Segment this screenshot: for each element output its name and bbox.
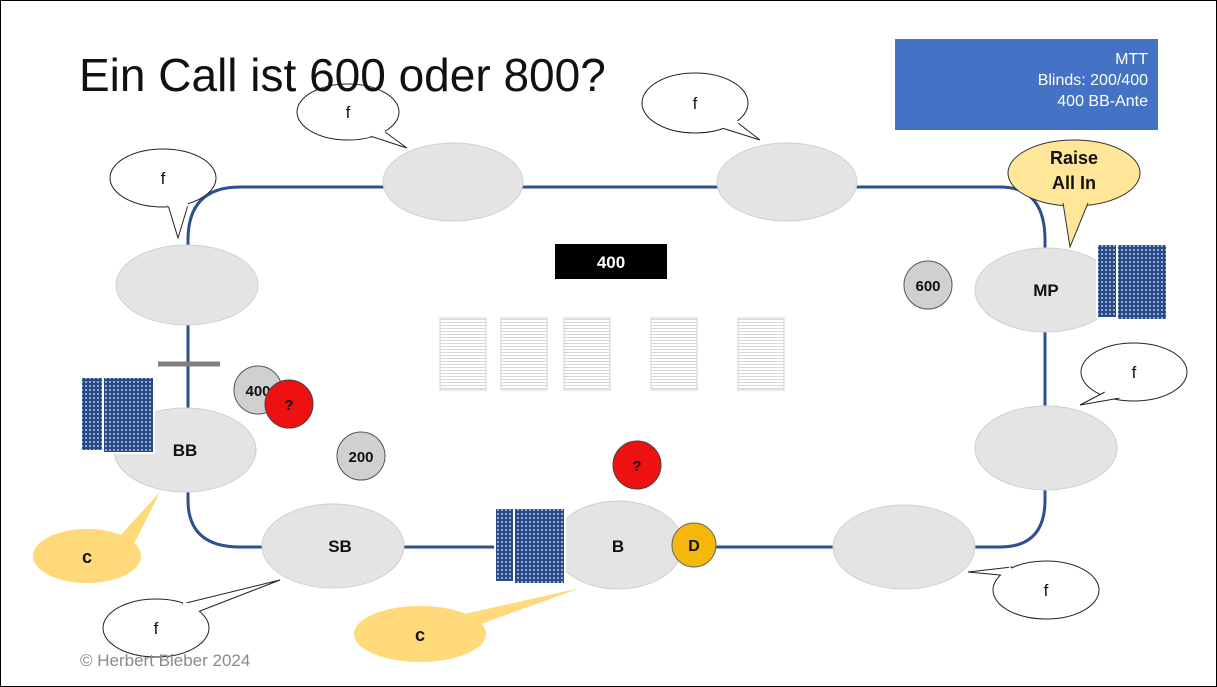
bubble-raise-line1: Raise [1050,148,1098,168]
seat-right-mid [974,405,1118,491]
info-box: MTT Blinds: 200/400 400 BB-Ante [895,39,1158,130]
chip-mp-bet-label: 600 [915,278,940,295]
pot-box [555,244,667,279]
bubble-right-mid-label: f [1132,363,1137,382]
community-card [563,317,611,391]
bubble-top-mid-label: f [346,103,351,122]
bubble-right-mid [1079,342,1188,406]
slide-title: Ein Call ist 600 oder 800? [79,49,606,101]
community-card [439,317,487,391]
dealer-button-label: D [688,538,700,555]
chip-bb-bet-label: 400 [245,383,270,400]
community-card [737,317,785,391]
seat-bb-label: BB [173,441,198,460]
seat-button-label: B [612,537,624,556]
bubble-button-action [354,588,580,662]
chip-sb-bet-label: 200 [348,449,373,466]
seat-bottom-right [832,504,976,590]
bubble-bottom-right [967,560,1100,620]
seat-top-left [115,244,259,326]
dealer-button [671,522,717,568]
chip-sb-bet [336,431,386,481]
seat-top-right [716,142,858,222]
seat-top-mid [382,142,524,222]
bubble-top-right-label: f [693,94,698,113]
info-line-ante: 400 BB-Ante [1057,93,1148,110]
seat-sb-label: SB [328,537,352,556]
bubble-bb-action [33,492,160,583]
bubble-top-left [109,148,217,240]
community-card [500,317,548,391]
seat-sb [261,503,405,589]
question-chip-bb [264,379,314,429]
copyright-notice: © Herbert Bieber 2024 [80,651,251,670]
question-chip-button-label: ? [632,458,641,475]
info-line-game: MTT [1115,51,1148,68]
bubble-raise [1007,139,1141,249]
button-hole-cards [494,507,566,585]
question-chip-button [612,440,662,490]
bubble-sb-action-label: f [154,619,159,638]
community-card [650,317,698,391]
chip-mp-bet [903,260,953,310]
pot-label: 400 [597,253,625,272]
bubble-bottom-right-label: f [1044,581,1049,600]
question-chip-bb-label: ? [284,397,293,414]
bubble-sb-action [102,579,281,658]
bubble-button-action-label: c [415,625,425,645]
bubble-top-mid [296,83,408,149]
mp-hole-cards [1096,243,1168,321]
bubble-top-right [641,72,761,141]
seat-mp-label: MP [1033,281,1059,300]
bubble-raise-line2: All In [1052,173,1096,193]
bb-hole-cards [80,376,155,454]
community-cards [439,317,785,391]
info-line-blinds: Blinds: 200/400 [1037,72,1148,89]
bubble-bb-action-label: c [82,547,92,567]
table-rail [186,185,1047,549]
bubble-top-left-label: f [161,169,166,188]
